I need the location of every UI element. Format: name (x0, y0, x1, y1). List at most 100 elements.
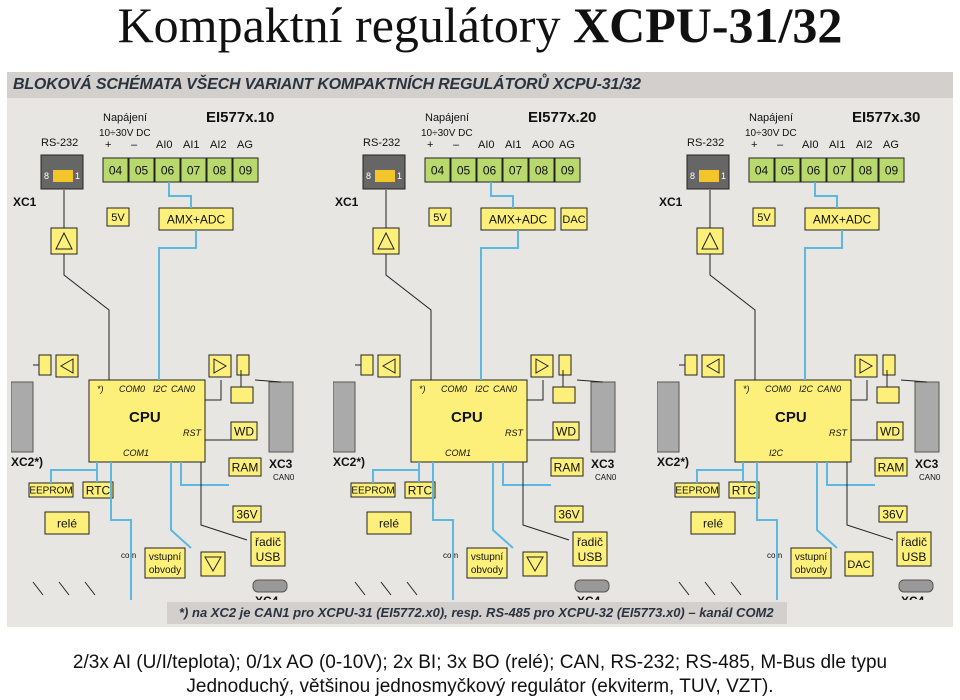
rs232-pin-8: 8 (366, 171, 371, 181)
wire-ram (826, 462, 875, 486)
figure-header: BLOKOVÁ SCHÉMATA VŠECH VARIANT KOMPAKTNÍ… (7, 72, 953, 98)
wire-rele-in (756, 462, 778, 620)
block-rele-label: relé (379, 516, 399, 530)
vstupni-label: vstupní (149, 552, 181, 563)
terminal-top-09 (554, 157, 581, 183)
top-signal-label: AI2 (210, 139, 227, 151)
usb-mini-connector (574, 579, 610, 593)
terminal-top-04 (748, 157, 775, 183)
page-title: Kompaktní regulátory XCPU-31/32 (117, 0, 843, 53)
top-signal-label: AI1 (505, 139, 522, 151)
xc3-connector (268, 381, 294, 453)
relay-contact (84, 581, 96, 596)
xc3-can0-label: CAN0 (273, 473, 295, 482)
relay-contact (406, 581, 418, 596)
block-eeprom-label: EEPROM (351, 486, 394, 497)
terminal-top-04-label: 04 (431, 163, 445, 177)
triangle-icon (55, 231, 73, 250)
wire-ram (180, 462, 229, 486)
block-usb-controller (896, 531, 932, 567)
terminal-top-05-label: 05 (781, 163, 795, 177)
terminal-top-06 (476, 157, 503, 183)
block-amp-left (701, 354, 725, 378)
wire-reset (851, 380, 868, 401)
block-wd (876, 421, 904, 441)
block-wd (230, 421, 258, 441)
cpu-star-label: *) (743, 384, 750, 394)
radic-label: řadič (901, 535, 927, 549)
supply-label: Napájení (103, 112, 147, 124)
supply-range-label: 10÷30V DC (99, 128, 151, 139)
summary-line-2: Jednoduchý, většinou jednosmyčkový regul… (186, 676, 774, 697)
block-ram (550, 457, 584, 477)
wire-ai (814, 182, 838, 208)
triangle-icon (377, 231, 395, 250)
block-eeprom-label: EEPROM (29, 486, 72, 497)
wire-xc3 (576, 379, 604, 383)
block-5v (752, 207, 776, 227)
triangle-icon (701, 231, 719, 250)
wire-eeprom (50, 469, 97, 483)
cpu-star-label: *) (419, 384, 426, 394)
wire-adc-cpu (480, 230, 519, 380)
triangle-down-icon (204, 556, 222, 573)
terminal-top-04-label: 04 (109, 163, 123, 177)
block-inputs (790, 547, 832, 579)
terminal-top-05 (128, 157, 155, 183)
cpu-i2c-label: I2C (153, 384, 168, 394)
xc4-label: XC4 (255, 594, 279, 600)
usb-label: USB (578, 550, 603, 564)
block-buffer-left (360, 354, 374, 376)
top-signal-label: AI0 (802, 139, 819, 151)
cpu-rst-label: RST (829, 428, 849, 438)
block-buffer-right (236, 354, 250, 376)
terminal-top-05-label: 05 (135, 163, 149, 177)
block-dac-bottom (844, 551, 874, 577)
rs232-connector (362, 154, 406, 190)
terminal-top-05 (774, 157, 801, 183)
block-cpu (88, 379, 206, 463)
rs232-pin-1: 1 (75, 171, 80, 181)
vstupni-label: vstupní (795, 552, 827, 563)
block-rele (366, 511, 412, 535)
block-rele-label: relé (703, 516, 723, 530)
block-ram (874, 457, 908, 477)
supply-range-label: 10÷30V DC (421, 128, 473, 139)
block-5v (428, 207, 452, 227)
relay-contact (704, 581, 716, 596)
usb-label: USB (256, 550, 281, 564)
xc3-can0-label: CAN0 (595, 473, 617, 482)
relay-contact (32, 581, 44, 596)
block-amp-left (377, 354, 401, 378)
terminal-top-06-label: 06 (483, 163, 497, 177)
cpu-i2c-label: I2C (475, 384, 490, 394)
block-mbus-driver (200, 551, 226, 577)
terminal-top-08 (852, 157, 879, 183)
xc2-label: XC2*) (333, 455, 365, 469)
wire-rele-in (432, 462, 454, 620)
cpu-star-label: *) (97, 384, 104, 394)
block-amp-right (854, 354, 878, 378)
terminal-top-09 (232, 157, 259, 183)
rs232-pin-1: 1 (397, 171, 402, 181)
terminal-top-07-label: 07 (187, 163, 201, 177)
block-buffer-left (684, 354, 698, 376)
wire-com0 (385, 254, 432, 380)
terminal-top-06 (154, 157, 181, 183)
wire-ai (490, 182, 514, 208)
block-reset-switch (230, 386, 254, 404)
terminal-top-04-label: 04 (755, 163, 769, 177)
wire-inputs (492, 462, 514, 549)
com-label: com (767, 551, 782, 560)
terminal-top-08-label: 08 (213, 163, 227, 177)
relay-contact (354, 581, 366, 596)
terminal-top-08-label: 08 (535, 163, 549, 177)
block-amp-right (208, 354, 232, 378)
triangle-right-icon (213, 358, 227, 374)
wire-rele-in (110, 462, 132, 620)
top-signal-label: AI0 (156, 139, 173, 151)
cpu-can0-label: CAN0 (171, 384, 195, 394)
wire-usb (522, 462, 570, 541)
wire-ram (502, 462, 551, 486)
